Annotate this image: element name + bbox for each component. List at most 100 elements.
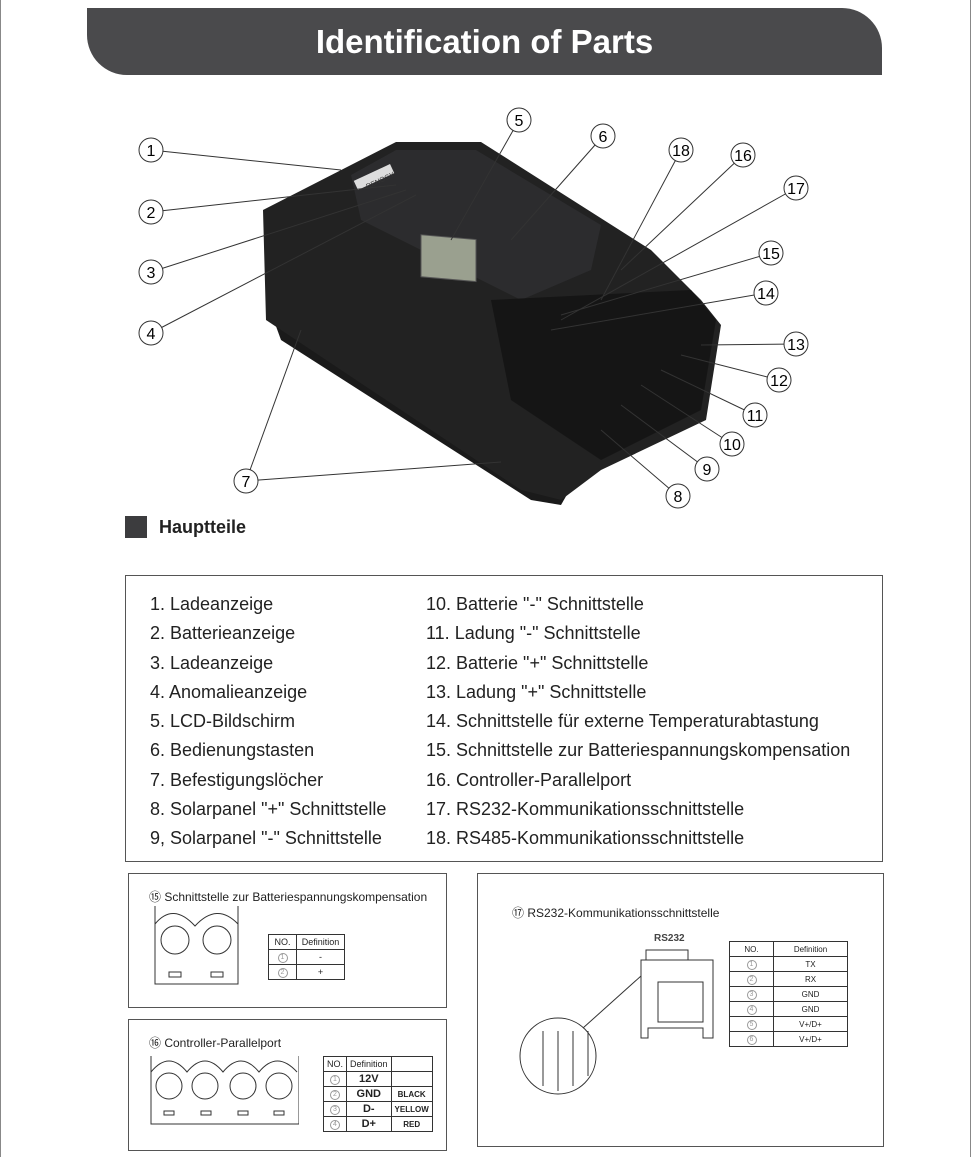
pin-number: 3 (746, 989, 757, 1000)
part-list-item: 11. Ladung "-" Schnittstelle (426, 623, 641, 644)
rs232-label: RS232 (654, 933, 685, 944)
callout-circle (665, 483, 691, 509)
pin-number: 2 (746, 974, 757, 985)
callout-circle (719, 431, 745, 457)
part-list-item: 4. Anomalieanzeige (150, 681, 308, 702)
callout-leader-line (620, 154, 744, 271)
callout-leader-line (150, 149, 342, 171)
table-header (390, 1056, 433, 1072)
callout-circle (668, 137, 694, 163)
callout-circle (758, 240, 784, 266)
callout-circle (138, 137, 164, 163)
callout-number: 3 (147, 265, 156, 282)
callout-number: 6 (599, 129, 608, 146)
callout-leader-line (150, 189, 407, 273)
callout-leader-line (660, 369, 756, 416)
pin-definition: GND (773, 1001, 848, 1017)
callout-circle (694, 456, 720, 482)
callout-number: 5 (515, 113, 524, 130)
pin-definition: D+ (346, 1116, 392, 1132)
callout-number: 14 (757, 286, 775, 303)
part-list-item: 12. Batterie "+" Schnittstelle (426, 652, 649, 673)
pin-definition: TX (773, 956, 848, 972)
pin-definition: 12V (346, 1071, 392, 1087)
part-list-item: 16. Controller-Parallelport (426, 769, 632, 790)
pin-number: 4 (746, 1004, 757, 1015)
table-header: Definition (296, 934, 345, 950)
callout-leader-line (560, 187, 797, 321)
callout-leader-line (150, 194, 417, 334)
callout-circle (590, 123, 616, 149)
table-row: 2+ (268, 964, 345, 980)
callout-number: 1 (147, 143, 156, 160)
part-list-item: 14. Schnittstelle für externe Temperatur… (426, 711, 819, 732)
table-row: 4 GND (729, 1001, 848, 1017)
connector-4pin-drawing (150, 1056, 299, 1125)
pin-definition (390, 1071, 433, 1087)
callout-circle (753, 280, 779, 306)
connector-2pin-drawing (154, 906, 239, 985)
callout-number: 2 (147, 205, 156, 222)
part-list-item: 5. LCD-Bildschirm (150, 711, 296, 732)
pin-definition: BLACK (390, 1086, 433, 1102)
part-list-item: 8. Solarpanel "+" Schnittstelle (150, 799, 387, 820)
pin-definition: - (296, 949, 345, 965)
callout-circle (138, 199, 164, 225)
table-row: 6 V+/D+ (729, 1031, 848, 1047)
table-header: Definition (773, 941, 848, 957)
callout-circle (783, 175, 809, 201)
table-row: 1 TX (729, 956, 848, 972)
callout-leader-line (620, 404, 708, 470)
table-header: NO. (322, 1056, 348, 1072)
callout-circle (233, 468, 259, 494)
pin-number: 5 (746, 1019, 757, 1030)
callout-leader-line (700, 343, 797, 346)
pin-definition: D- (346, 1101, 392, 1117)
part-list-item: 15. Schnittstelle zur Batteriespannungsk… (426, 740, 851, 761)
box-battery-compensation: ⑮ Schnittstelle zur Batteriespannungskom… (128, 873, 447, 1008)
part-list-item: 3. Ladeanzeige (150, 652, 274, 673)
pin-number: 4 (330, 1120, 340, 1130)
callout-leader-line (150, 184, 397, 213)
section-bullet (125, 516, 147, 538)
pin-definition: RX (773, 971, 848, 987)
callout-leader-line (510, 135, 604, 241)
pin-definition: RED (390, 1116, 433, 1132)
pin-number: 3 (330, 1105, 340, 1115)
callout-leader-line (680, 354, 780, 381)
callout-leader-line (600, 429, 679, 497)
callout-number: 8 (674, 489, 683, 506)
callout-leader-line (640, 384, 733, 445)
table-header: NO. (268, 934, 297, 950)
pin-definition: GND (346, 1086, 392, 1102)
part-list-item: 17. RS232-Kommunikationsschnittstelle (426, 799, 745, 820)
callout-leader-line (560, 252, 772, 316)
callout-circle (730, 142, 756, 168)
table-row: 3 GND (729, 986, 848, 1002)
callout-number: 11 (747, 408, 764, 425)
table-header: Definition (346, 1056, 392, 1072)
pin-definition: V+/D+ (773, 1031, 848, 1047)
table-row: 4 D+RED (322, 1116, 433, 1132)
page-title: Identification of Parts (87, 8, 882, 75)
callout-circle (138, 259, 164, 285)
pin-definition: GND (773, 986, 848, 1002)
callout-leader-line (245, 329, 302, 482)
pin-number: 6 (746, 1034, 757, 1045)
part-list-item: 9, Solarpanel "-" Schnittstelle (150, 828, 382, 849)
callout-number: 12 (770, 373, 788, 390)
callout-number: 4 (147, 326, 156, 343)
callout-number: 7 (242, 474, 251, 491)
callout-circle (742, 402, 768, 428)
pin-number: 1 (746, 959, 757, 970)
part-list-item: 10. Batterie "-" Schnittstelle (426, 594, 644, 614)
callout-number: 15 (762, 246, 780, 263)
pin-number: 2 (330, 1090, 340, 1100)
pin-definition: YELLOW (390, 1101, 433, 1117)
